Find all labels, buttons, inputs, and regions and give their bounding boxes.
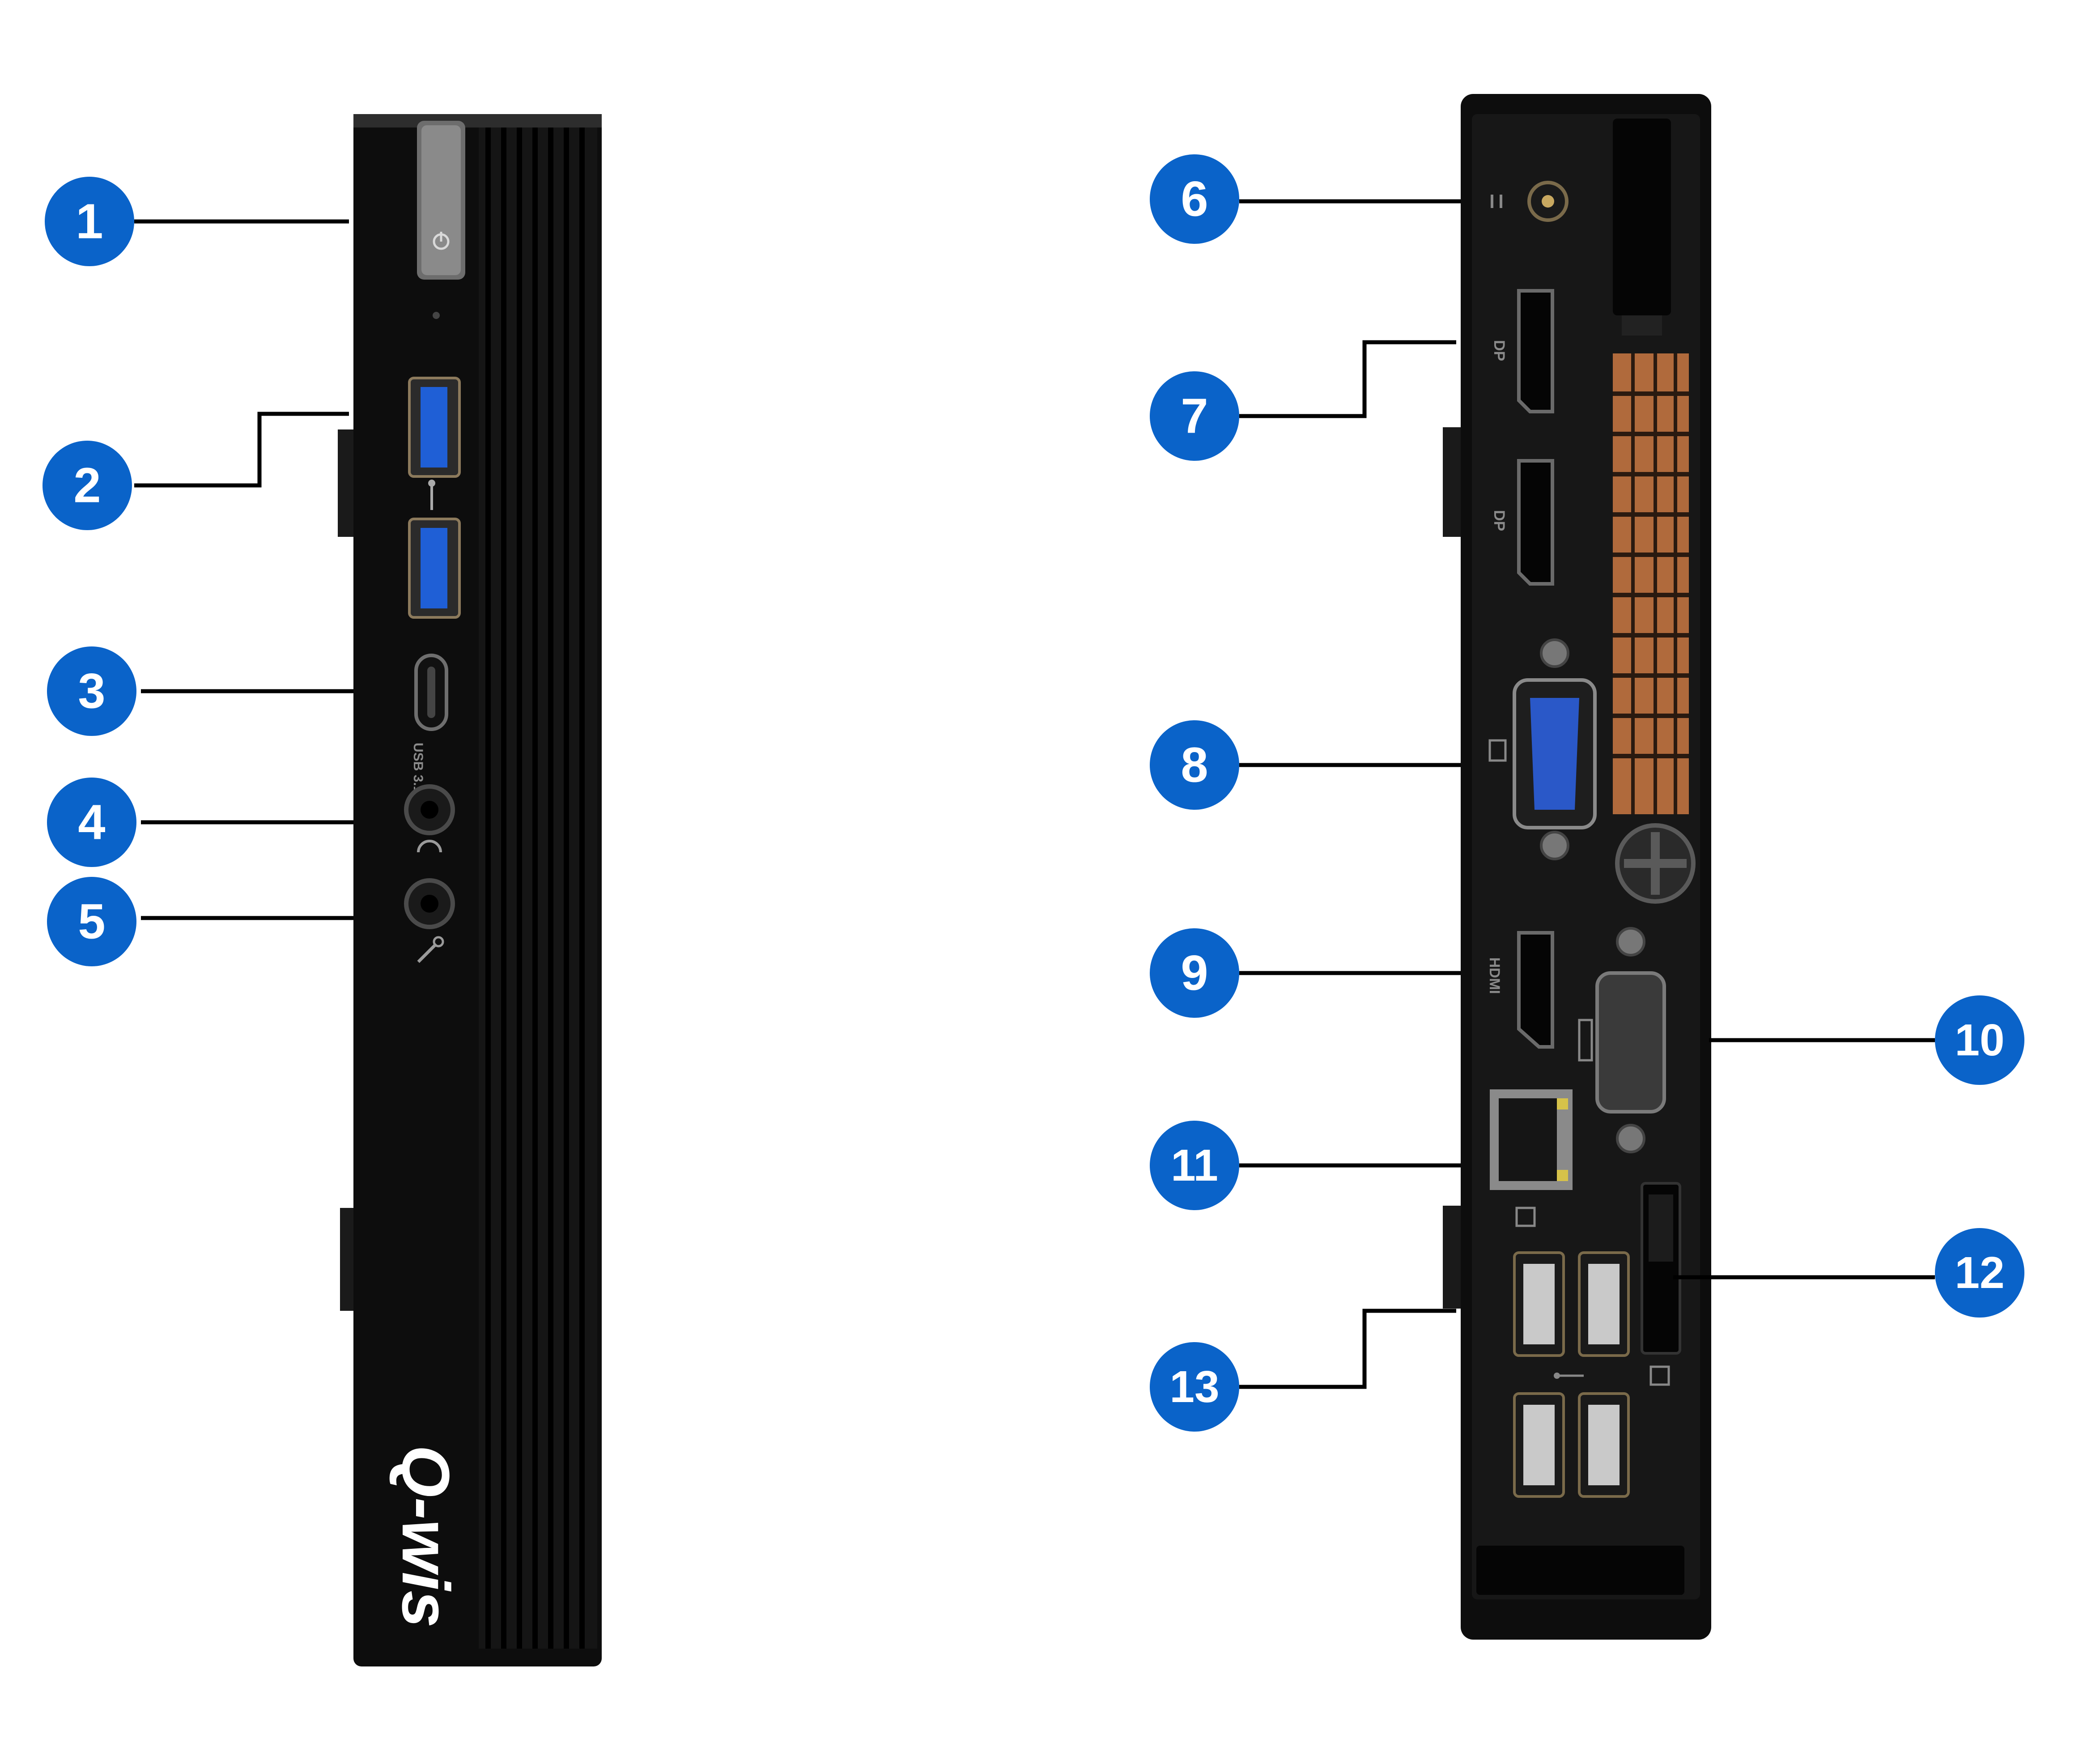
usb2-port: [1578, 1392, 1630, 1498]
microphone-jack: [404, 878, 455, 929]
usb-icon: [428, 480, 435, 510]
hdmi-port: [1517, 931, 1554, 1049]
callout-number: 1: [76, 194, 103, 249]
callout-number: 8: [1181, 738, 1208, 793]
headphone-jack: [404, 784, 455, 835]
usb3-port: [408, 377, 461, 478]
callout-badge: 5: [47, 877, 136, 966]
callout-badge: 10: [1935, 995, 2024, 1085]
callout-number: 12: [1955, 1248, 2004, 1298]
callout-badge: 4: [47, 778, 136, 867]
vga-port: [1513, 638, 1597, 860]
usb-c-label: USB 3.1: [411, 743, 425, 793]
copper-vent: [1613, 353, 1689, 814]
microphone-icon: [417, 936, 444, 963]
rear-panel: DP DP: [1443, 94, 1711, 1640]
callout-badge: 7: [1150, 371, 1239, 461]
callout-number: 3: [78, 664, 105, 719]
dc-power-jack: [1527, 181, 1569, 222]
callout-badge: 12: [1935, 1228, 2024, 1318]
callout-badge: 9: [1150, 928, 1239, 1018]
brand-trademark: ®: [394, 1669, 414, 1682]
usb2-port: [1578, 1251, 1630, 1357]
callout-badge: 3: [47, 646, 136, 736]
front-side-clip: [338, 429, 356, 537]
thumbscrew: [1615, 823, 1696, 904]
vga-monitor-icon: [1488, 739, 1507, 762]
leader-line-2: [134, 412, 349, 488]
power-button-icon: [433, 232, 450, 250]
callout-number: 2: [73, 458, 101, 513]
leader-line-13: [1239, 1309, 1456, 1389]
callout-number: 6: [1181, 172, 1208, 227]
displayport-port: [1517, 459, 1554, 586]
lan-port: [1490, 1089, 1573, 1190]
dc-power-icon: [1491, 195, 1502, 208]
callout-number: 11: [1171, 1140, 1218, 1190]
kensington-lock-icon: [1649, 1365, 1670, 1386]
leader-line-7: [1239, 340, 1456, 418]
callout-number: 10: [1955, 1015, 2004, 1065]
front-top-bevel: [353, 114, 602, 128]
brand-logo: Q-wis ®: [388, 1445, 463, 1682]
callout-badge: 2: [43, 441, 132, 530]
displayport-label: DP: [1491, 510, 1508, 531]
usb2-port: [1513, 1392, 1565, 1498]
serial-port: [1595, 927, 1666, 1153]
usb2-port: [1513, 1251, 1565, 1357]
usb-c-port: [414, 654, 448, 731]
callout-badge: 11: [1150, 1121, 1239, 1210]
leader-lines: [134, 199, 1935, 1389]
displayport-label: DP: [1491, 340, 1508, 361]
power-button: [417, 121, 465, 280]
lan-icon: [1515, 1207, 1536, 1227]
front-grille: [479, 128, 597, 1649]
callout-number: 9: [1181, 946, 1208, 1001]
callout-number: 13: [1169, 1362, 1219, 1412]
front-panel: USB 3.1 Q-wis ®: [338, 114, 602, 1682]
callout-number: 7: [1181, 389, 1208, 444]
usb-icon: [1554, 1373, 1584, 1379]
callout-badge: 8: [1150, 720, 1239, 810]
headphone-icon: [417, 840, 442, 853]
callout-badge: 1: [45, 177, 134, 266]
callout-number: 5: [78, 894, 105, 949]
displayport-port: [1517, 289, 1554, 413]
power-led: [433, 312, 440, 319]
rear-side-clip: [1443, 427, 1461, 537]
top-latch-tab: [1622, 315, 1662, 336]
top-latch: [1613, 119, 1671, 315]
rear-side-clip: [1443, 1206, 1461, 1309]
callout-number: 4: [78, 795, 105, 850]
bottom-foot: [1476, 1546, 1684, 1595]
kensington-lock-slot: [1641, 1182, 1681, 1355]
callout-badge: 6: [1150, 154, 1239, 244]
hdmi-label: HDMI: [1487, 957, 1503, 994]
brand-logo-text: Q-wis: [388, 1445, 463, 1628]
callouts: 1 2 3 4 5 6 7 8: [43, 154, 2024, 1432]
serial-port-icon: [1578, 1019, 1593, 1062]
usb3-port: [408, 518, 461, 619]
callout-badge: 13: [1150, 1342, 1239, 1432]
